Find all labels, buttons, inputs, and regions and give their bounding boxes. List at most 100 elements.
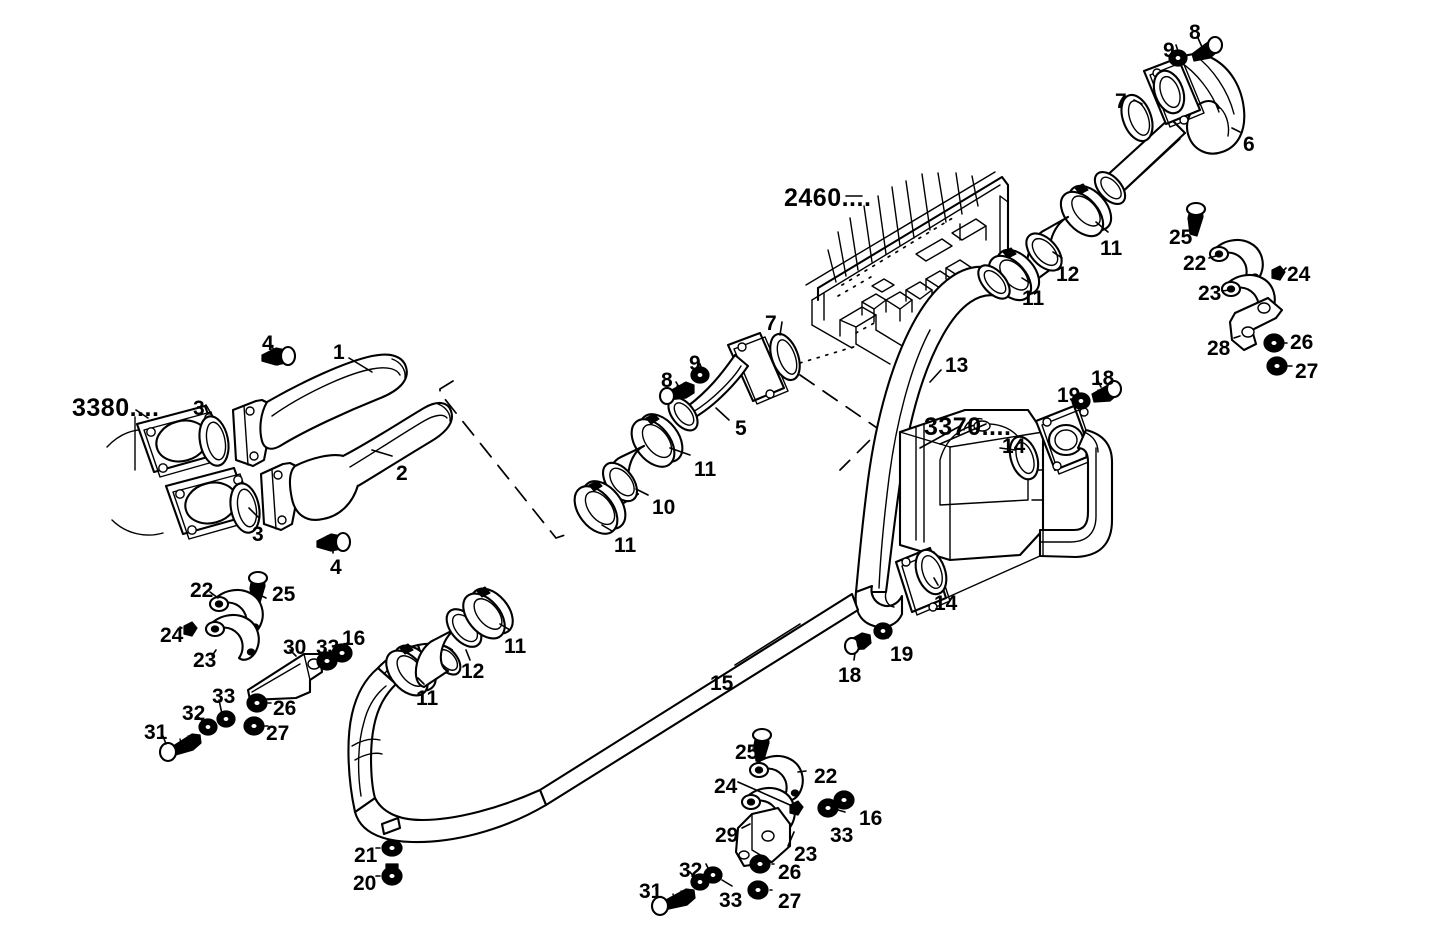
callout-9-upper: 9 bbox=[1163, 39, 1175, 62]
clamp-11-center-lower bbox=[573, 480, 627, 535]
callout-24-right: 24 bbox=[1287, 263, 1311, 286]
callout-27-left: 27 bbox=[266, 722, 290, 745]
callout-11-bottom-b: 11 bbox=[416, 687, 439, 710]
callout-22-left: 22 bbox=[190, 579, 214, 602]
callout-33-bottom-up: 33 bbox=[830, 824, 854, 847]
leader-dashed-left bbox=[439, 380, 569, 539]
callout-23-left: 23 bbox=[193, 649, 217, 672]
callout-10: 10 bbox=[652, 496, 676, 519]
callout-4-upper: 4 bbox=[262, 332, 274, 355]
washer-19-right-upper bbox=[1071, 392, 1091, 410]
washer-21 bbox=[381, 839, 403, 857]
washer-33-leftlower bbox=[216, 710, 236, 728]
bolt-31-bottom bbox=[650, 888, 696, 917]
bolt-4-lower bbox=[316, 531, 352, 553]
bolt-25-bottom bbox=[751, 727, 773, 764]
callout-22-bottom: 22 bbox=[814, 765, 838, 788]
callout-27-bottom: 27 bbox=[778, 890, 802, 913]
callout-32-left: 32 bbox=[182, 702, 206, 725]
washer-33-bottomupper bbox=[817, 798, 839, 818]
callout-25-left: 25 bbox=[272, 583, 296, 606]
callout-3-upper: 3 bbox=[193, 397, 205, 420]
callout-23-right: 23 bbox=[1198, 282, 1222, 305]
group-bottom-brackets bbox=[650, 727, 855, 917]
callout-24-left: 24 bbox=[160, 624, 184, 647]
callout-9-center: 9 bbox=[689, 352, 701, 375]
callout-8-upper: 8 bbox=[1189, 21, 1201, 44]
callout-14-right: 14 bbox=[1002, 435, 1026, 458]
callout-18-upper: 18 bbox=[1091, 367, 1115, 390]
callout-8-center: 8 bbox=[661, 369, 673, 392]
bolt-4-upper bbox=[261, 345, 297, 367]
callout-33-left-upper: 33 bbox=[316, 636, 340, 659]
assembly-ref-3380: 3380.... bbox=[72, 394, 160, 422]
callout-18-lower: 18 bbox=[838, 664, 862, 687]
callout-19-lower: 19 bbox=[890, 643, 914, 666]
clamp-11-center-upper bbox=[630, 413, 684, 468]
callout-11-bottom-a: 11 bbox=[504, 635, 527, 658]
bolt-31-left bbox=[158, 733, 202, 763]
bolt-18-lower bbox=[843, 632, 872, 656]
callout-25-right: 25 bbox=[1169, 226, 1193, 249]
callout-7-right: 7 bbox=[1115, 90, 1127, 113]
nut-26-right bbox=[1263, 333, 1285, 353]
callout-25-bottom: 25 bbox=[735, 741, 759, 764]
assembly-ref-2460: 2460.... bbox=[784, 184, 872, 212]
callout-33-bottom-dn: 33 bbox=[719, 889, 743, 912]
group-left-manifold bbox=[106, 345, 453, 554]
group-right-brackets bbox=[1185, 201, 1293, 376]
callout-22-right: 22 bbox=[1183, 252, 1207, 275]
callout-13: 13 bbox=[945, 354, 969, 377]
group-left-brackets bbox=[158, 570, 353, 763]
callout-1: 1 bbox=[333, 341, 345, 364]
callout-15: 15 bbox=[710, 672, 734, 695]
group-engine-block bbox=[805, 171, 1010, 365]
callout-11-right-lower: 11 bbox=[1022, 287, 1045, 310]
nut-9-right bbox=[1168, 49, 1188, 67]
callout-11-center-a: 11 bbox=[694, 458, 717, 481]
clamp-11-lowerleft-b bbox=[462, 586, 514, 640]
nut-26-bottom bbox=[749, 854, 771, 874]
callout-26-left: 26 bbox=[273, 697, 297, 720]
washer-19-lower bbox=[873, 622, 893, 640]
group-pipe-13 bbox=[854, 264, 1011, 629]
callout-14-bottom: 14 bbox=[934, 592, 958, 615]
callout-3-lower: 3 bbox=[252, 523, 264, 546]
group-right-elbow6 bbox=[987, 35, 1246, 302]
nut-16-left bbox=[331, 643, 353, 663]
group-center-pipe5 bbox=[573, 321, 801, 535]
callout-30: 30 bbox=[283, 636, 307, 659]
clamp-11-right-upper bbox=[1059, 183, 1113, 238]
leader-dashed-center-right bbox=[799, 374, 882, 471]
leader-3380 bbox=[135, 409, 149, 419]
group-silencer-3370 bbox=[894, 404, 1114, 616]
nut-27-right bbox=[1266, 356, 1288, 376]
leader-3370 bbox=[939, 423, 987, 445]
callout-16-left: 16 bbox=[342, 627, 366, 650]
callout-26-bottom: 26 bbox=[778, 861, 802, 884]
callout-7-center: 7 bbox=[765, 312, 777, 335]
callout-12-right: 12 bbox=[1056, 263, 1080, 286]
nut-26-left bbox=[246, 693, 268, 713]
nut-16-bottom bbox=[833, 790, 855, 810]
callout-11-center-b: 11 bbox=[614, 534, 637, 557]
washer-32-left bbox=[198, 718, 218, 736]
callout-27-right: 27 bbox=[1295, 360, 1319, 383]
callout-31-bottom: 31 bbox=[639, 880, 663, 903]
nut-27-left bbox=[243, 716, 265, 736]
bolt-18-right-upper bbox=[1091, 379, 1123, 403]
callout-32-bottom: 32 bbox=[679, 859, 703, 882]
nut-27-bottom bbox=[747, 880, 769, 900]
assembly-ref-3370: 3370.... bbox=[924, 413, 1012, 441]
group-lower-pipe-15 bbox=[347, 586, 860, 844]
washer-33-leftupper bbox=[316, 651, 338, 671]
callout-26-right: 26 bbox=[1290, 331, 1314, 354]
callout-31-left: 31 bbox=[144, 721, 168, 744]
callout-6: 6 bbox=[1243, 133, 1255, 156]
nut-9-center bbox=[690, 366, 710, 384]
callout-16-bottom: 16 bbox=[859, 807, 883, 830]
callout-21: 21 bbox=[354, 844, 378, 867]
callout-29: 29 bbox=[715, 824, 739, 847]
